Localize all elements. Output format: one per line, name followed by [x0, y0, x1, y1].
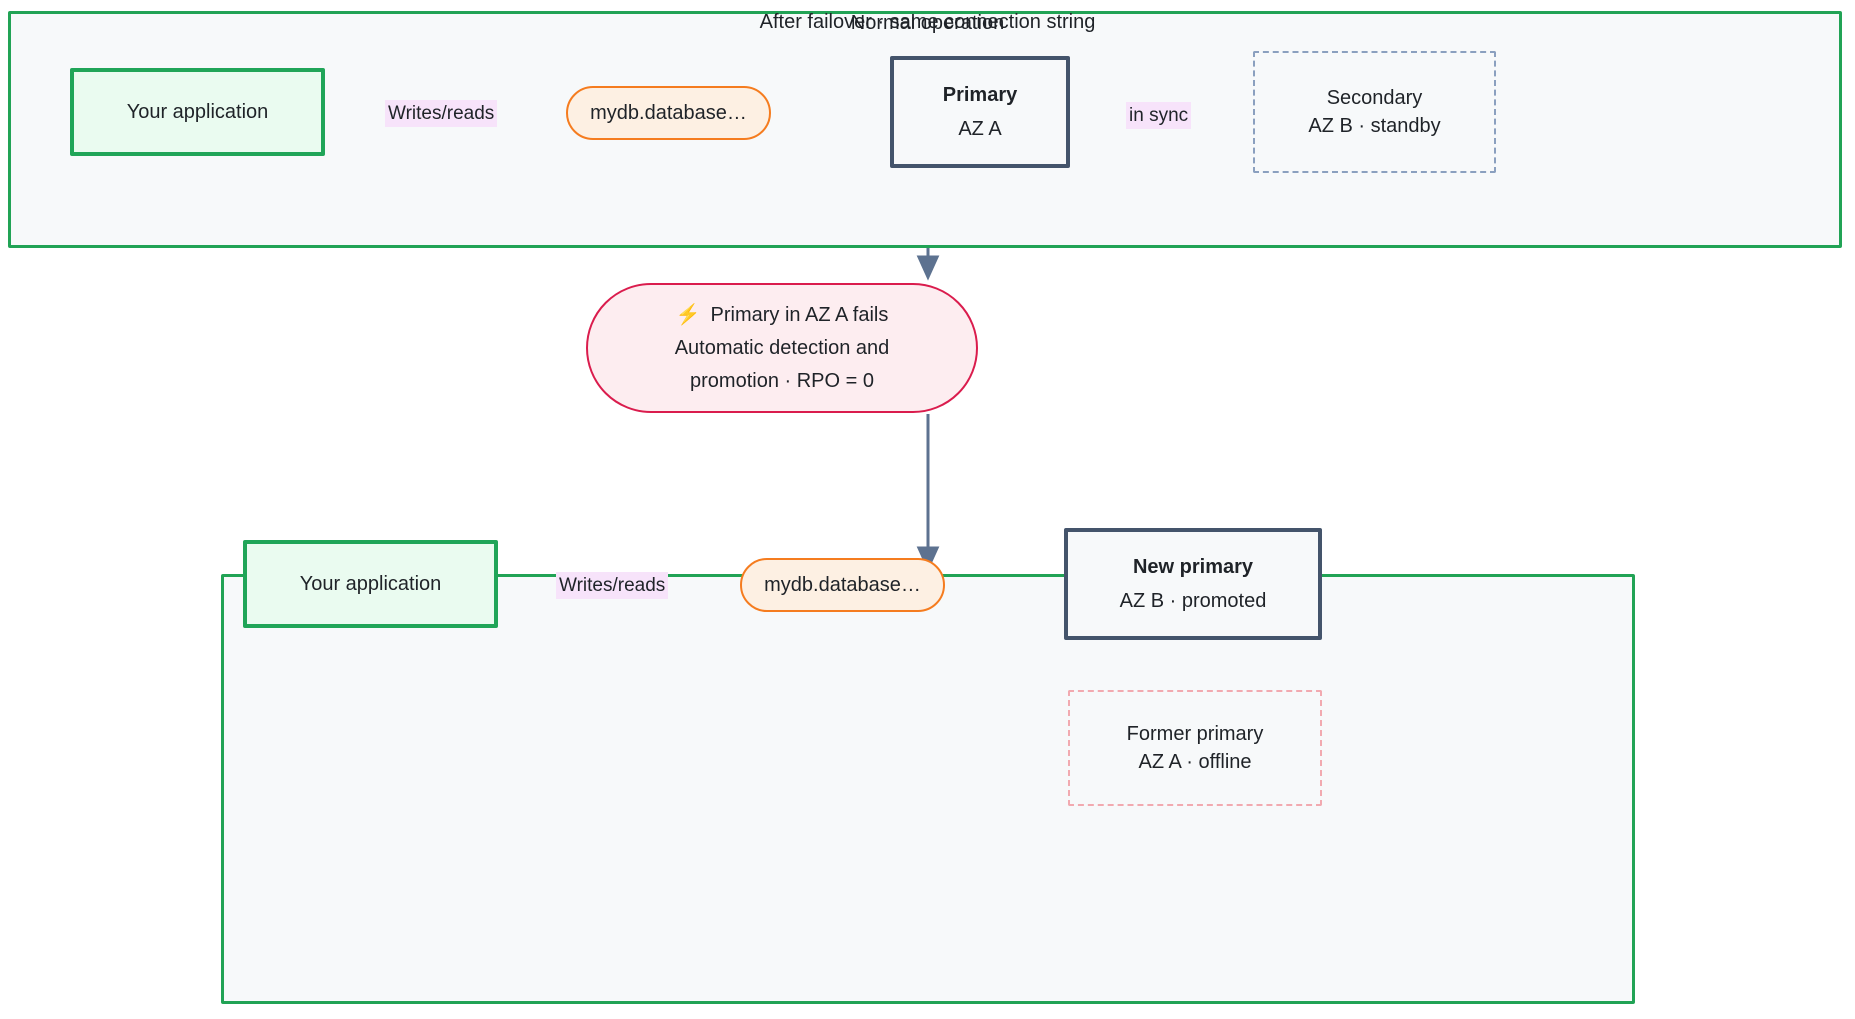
- node-endpoint-after[interactable]: mydb.database…: [740, 558, 945, 612]
- lightning-bolt-icon: ⚡: [675, 303, 701, 326]
- edge-label-writes-reads-normal: Writes/reads: [385, 100, 498, 127]
- edge-label-writes-reads-after: Writes/reads: [556, 572, 669, 599]
- failover-event-text-1: Primary in AZ A fails: [710, 303, 889, 326]
- node-subtitle: AZ B · standby: [1308, 115, 1441, 137]
- node-title: Secondary: [1326, 87, 1423, 109]
- panel-after-failover-title: After failover · same connection string: [759, 11, 1096, 33]
- failover-event-line-1: ⚡ Primary in AZ A fails: [676, 299, 889, 332]
- node-title: Former primary: [1126, 723, 1264, 745]
- node-label: Your application: [299, 573, 442, 595]
- node-former-primary-az-a[interactable]: Former primary AZ A · offline: [1068, 690, 1322, 806]
- node-your-application-after[interactable]: Your application: [243, 540, 498, 628]
- node-label: mydb.database…: [590, 102, 747, 124]
- node-primary-az-a[interactable]: Primary AZ A: [890, 56, 1070, 168]
- failover-event-line-3: promotion · RPO = 0: [690, 369, 874, 392]
- node-title: Primary: [942, 84, 1018, 106]
- node-subtitle: AZ A · offline: [1138, 751, 1252, 773]
- node-secondary-az-b[interactable]: Secondary AZ B · standby: [1253, 51, 1496, 173]
- node-new-primary-az-b[interactable]: New primary AZ B · promoted: [1064, 528, 1322, 640]
- node-your-application-normal[interactable]: Your application: [70, 68, 325, 156]
- node-label: mydb.database…: [764, 574, 921, 596]
- node-subtitle: AZ A: [958, 118, 1002, 140]
- panel-normal-operation-title: Normal operation: [850, 12, 1005, 34]
- failover-event-line-2: Automatic detection and: [674, 336, 890, 359]
- node-subtitle: AZ B · promoted: [1119, 590, 1267, 612]
- node-label: Your application: [126, 101, 269, 123]
- edge-label-in-sync: in sync: [1126, 102, 1192, 129]
- panel-after-failover: [221, 574, 1635, 1004]
- node-failover-event[interactable]: ⚡ Primary in AZ A fails Automatic detecti…: [586, 283, 978, 413]
- panel-normal-operation: [8, 11, 1842, 248]
- node-title: New primary: [1132, 556, 1254, 578]
- node-endpoint-normal[interactable]: mydb.database…: [566, 86, 771, 140]
